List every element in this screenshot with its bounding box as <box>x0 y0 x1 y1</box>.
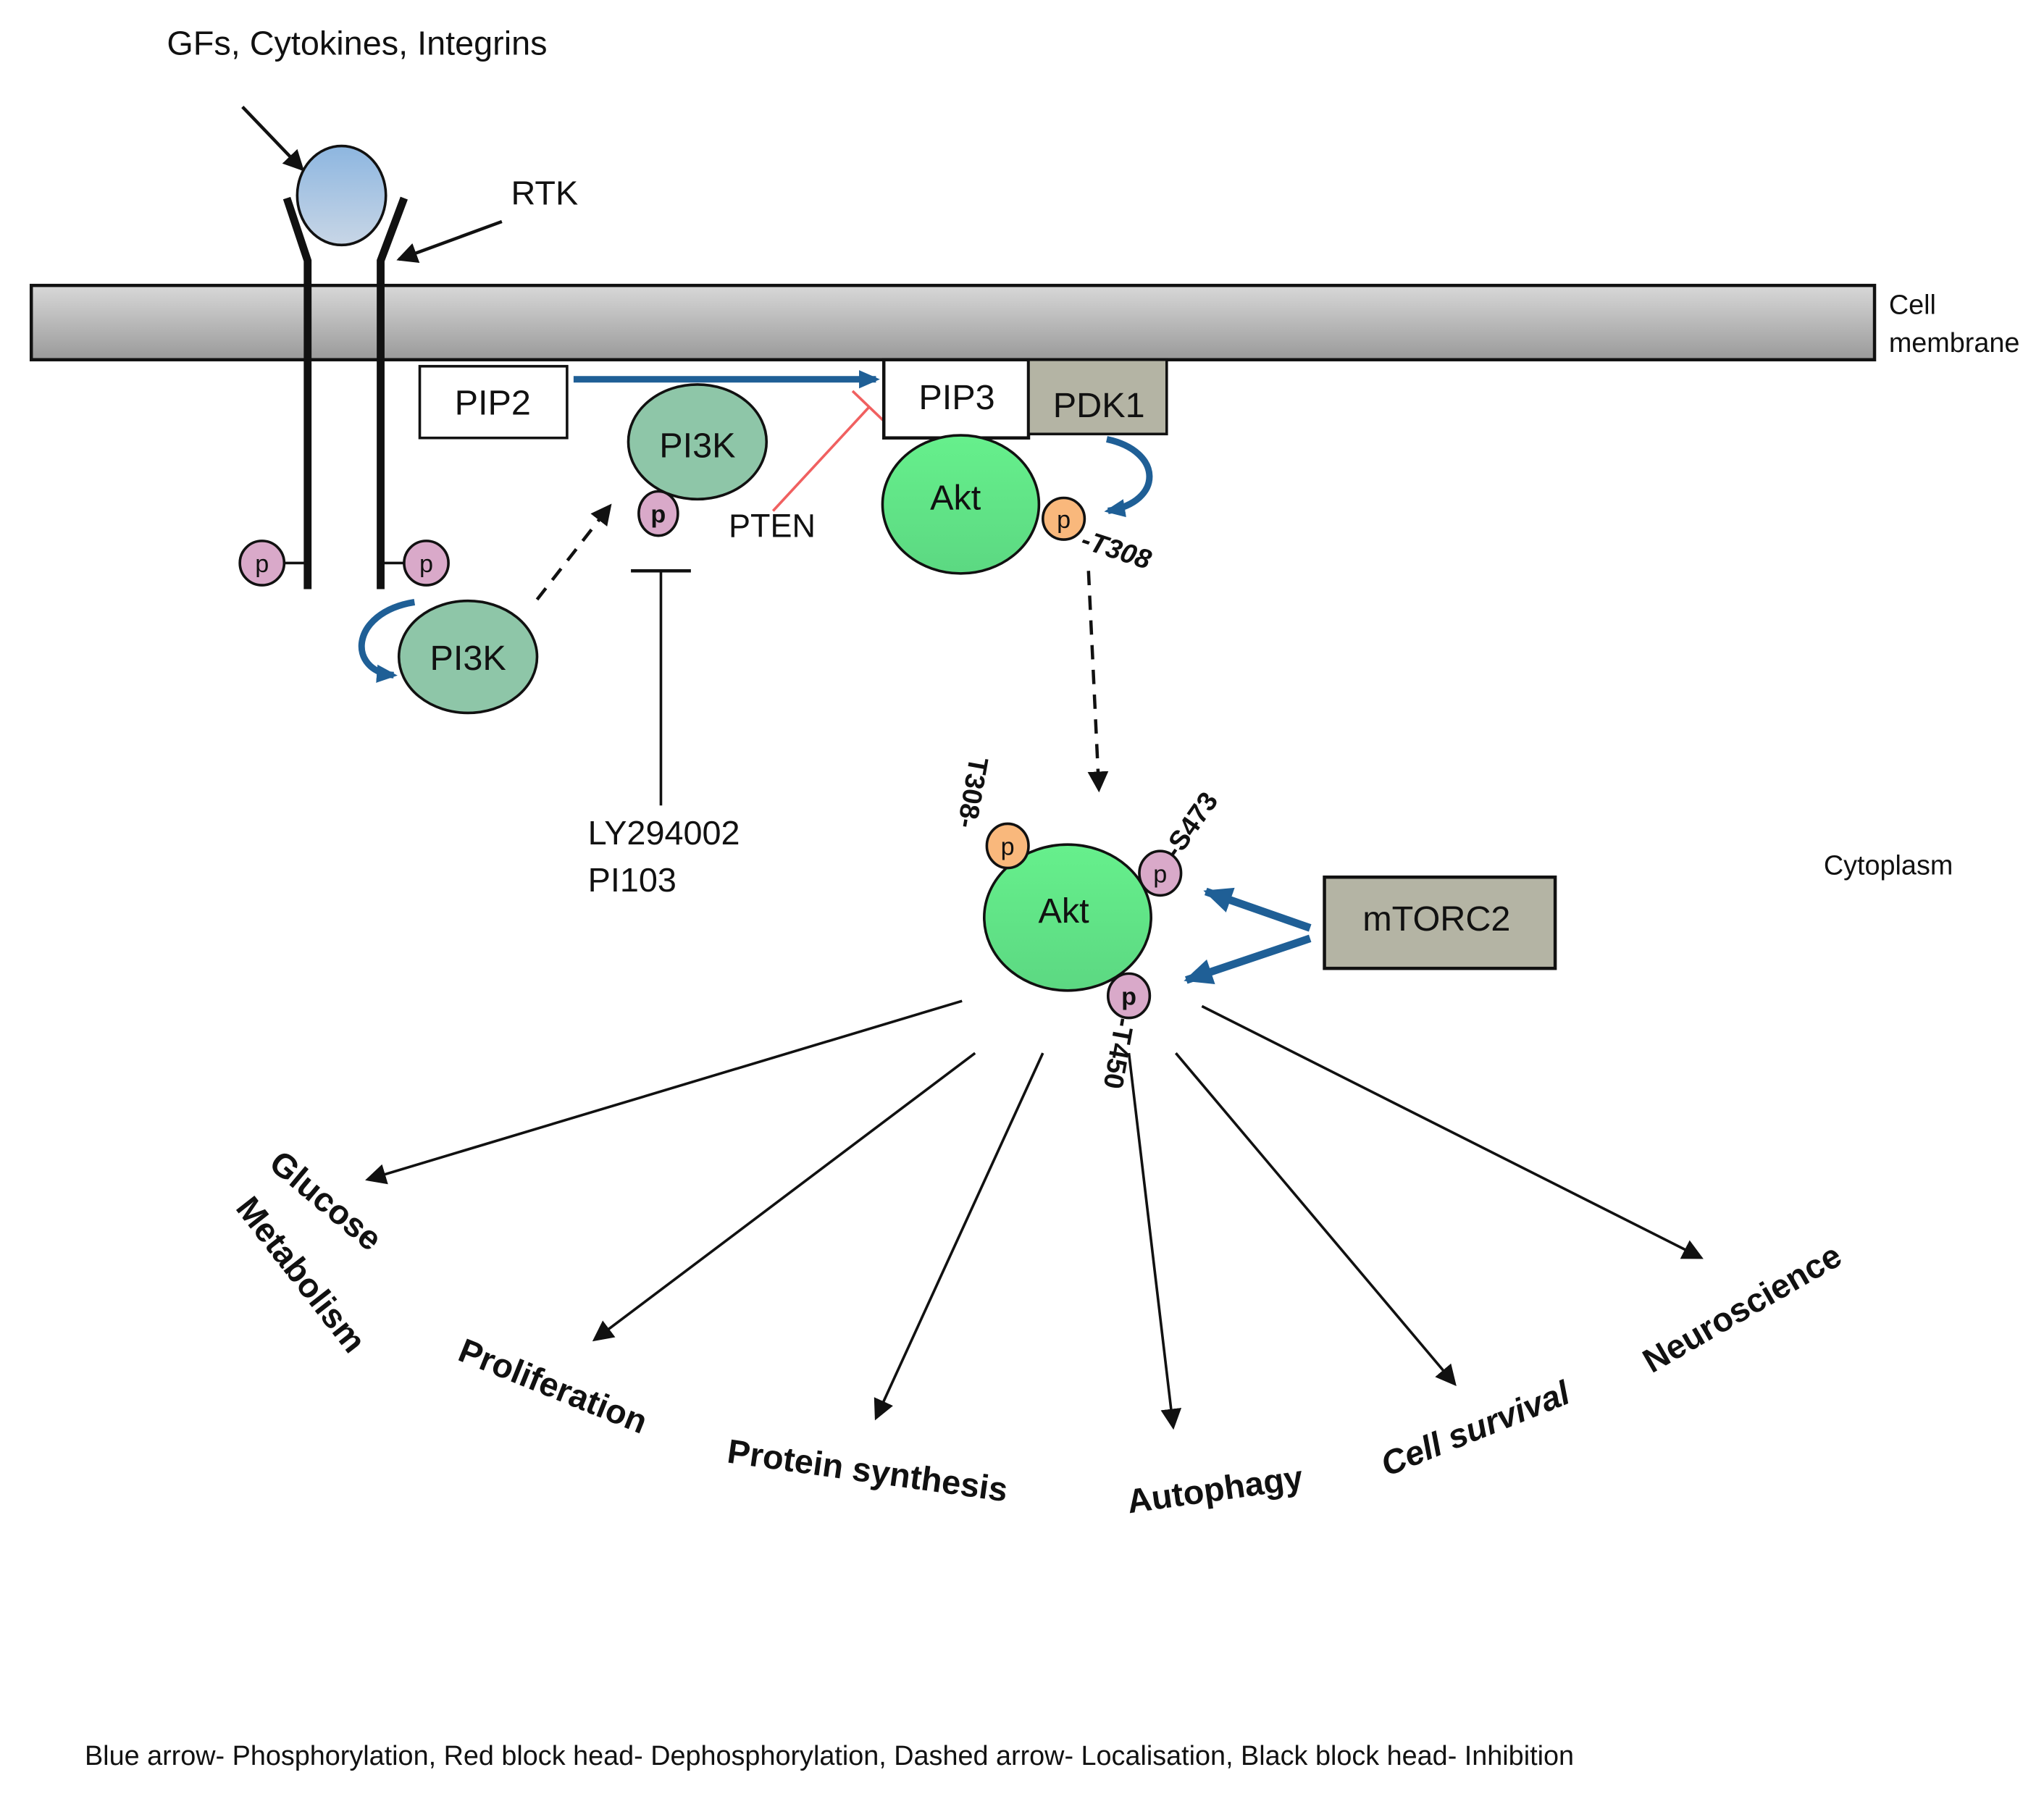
svg-text:p: p <box>1057 506 1071 534</box>
ligand-arrow <box>241 106 305 172</box>
svg-text:PI3K: PI3K <box>659 427 735 466</box>
pi3k-receptor-node: PI3K <box>397 599 539 715</box>
svg-text:p: p <box>1001 834 1015 861</box>
phosphorylation-arrow-t450 <box>1184 934 1312 984</box>
rtk-transmembrane <box>303 285 385 360</box>
svg-text:PDK1: PDK1 <box>1053 386 1145 425</box>
rtk-label: RTK <box>511 175 579 212</box>
akt-phospho-t450: p <box>1106 972 1152 1020</box>
arrow-autophagy <box>1127 1052 1182 1430</box>
akt-phospho-t308: p <box>985 822 1030 870</box>
t308-label-cytoplasm: T308- <box>951 755 994 830</box>
svg-text:Akt: Akt <box>930 479 981 518</box>
phosphorylation-arrow-s473 <box>1203 887 1312 932</box>
pi3k-membrane-node: PI3K <box>627 383 768 501</box>
svg-text:p: p <box>255 550 269 578</box>
ligand-ball <box>296 144 388 247</box>
membrane-label-line1: Cell <box>1889 290 1936 321</box>
outcome-autophagy: Autophagy <box>1125 1459 1305 1520</box>
inhibitor-pi103: PI103 <box>588 861 677 899</box>
arrow-cell-survival <box>1174 1052 1457 1387</box>
pdk1-node: PDK1 <box>1027 358 1168 436</box>
pip3-node: PIP3 <box>881 358 1031 440</box>
membrane-label-line2: membrane <box>1889 328 2020 358</box>
outcome-arrows <box>365 999 1704 1430</box>
phosphorylation-arrow-pdk1 <box>1104 436 1153 518</box>
inhibitor-ly294002: LY294002 <box>588 814 740 852</box>
svg-text:Akt: Akt <box>1038 891 1089 931</box>
svg-text:p: p <box>650 501 666 529</box>
receptor-phospho-left: p <box>238 540 308 587</box>
rtk-receptor <box>282 196 408 589</box>
arrow-protein-synthesis <box>874 1052 1044 1421</box>
phosphorylation-arrow-pi3k <box>358 599 416 683</box>
svg-text:PI3K: PI3K <box>430 639 506 678</box>
pip2-node: PIP2 <box>418 364 569 440</box>
svg-text:PIP2: PIP2 <box>455 383 531 422</box>
svg-text:p: p <box>1121 983 1136 1011</box>
cytoplasm-label: Cytoplasm <box>1824 851 1953 881</box>
pten-label: PTEN <box>729 507 816 544</box>
pi3k-phospho: p <box>637 490 679 537</box>
arrow-neuroscience <box>1201 1004 1704 1259</box>
arrow-glucose-metabolism <box>365 999 963 1185</box>
svg-text:p: p <box>419 550 433 578</box>
ligands-label: GFs, Cytokines, Integrins <box>167 25 547 62</box>
arrow-proliferation <box>592 1052 976 1342</box>
akt-phospho-s473: p <box>1138 849 1183 897</box>
svg-text:p: p <box>1153 860 1167 888</box>
outcome-proliferation: Proliferation <box>453 1331 653 1440</box>
akt-membrane-phospho-t308: p <box>1041 496 1086 541</box>
svg-text:PIP3: PIP3 <box>918 378 994 417</box>
akt-cytoplasm-node: Akt <box>983 843 1152 992</box>
localisation-arrow-pi3k <box>535 503 612 601</box>
receptor-phospho-right: p <box>380 540 450 587</box>
cell-membrane <box>29 283 1877 361</box>
legend-text: Blue arrow- Phosphorylation, Red block h… <box>85 1741 1574 1771</box>
akt-membrane-node: Akt <box>881 434 1041 575</box>
t308-label-membrane: -T308 <box>1077 524 1155 575</box>
outcome-neuroscience: Neuroscience <box>1636 1236 1848 1380</box>
outcome-cell-survival: Cell survival <box>1375 1373 1575 1483</box>
inhibitor-block <box>631 569 691 806</box>
localisation-arrow-akt <box>1086 571 1109 793</box>
mtorc2-node: mTORC2 <box>1323 875 1557 970</box>
rtk-arrow <box>396 219 503 263</box>
svg-text:mTORC2: mTORC2 <box>1362 899 1510 939</box>
s473-label: -S473 <box>1157 786 1224 864</box>
pten-dephosphorylation <box>771 390 885 512</box>
outcome-protein-synthesis: Protein synthesis <box>725 1432 1010 1509</box>
